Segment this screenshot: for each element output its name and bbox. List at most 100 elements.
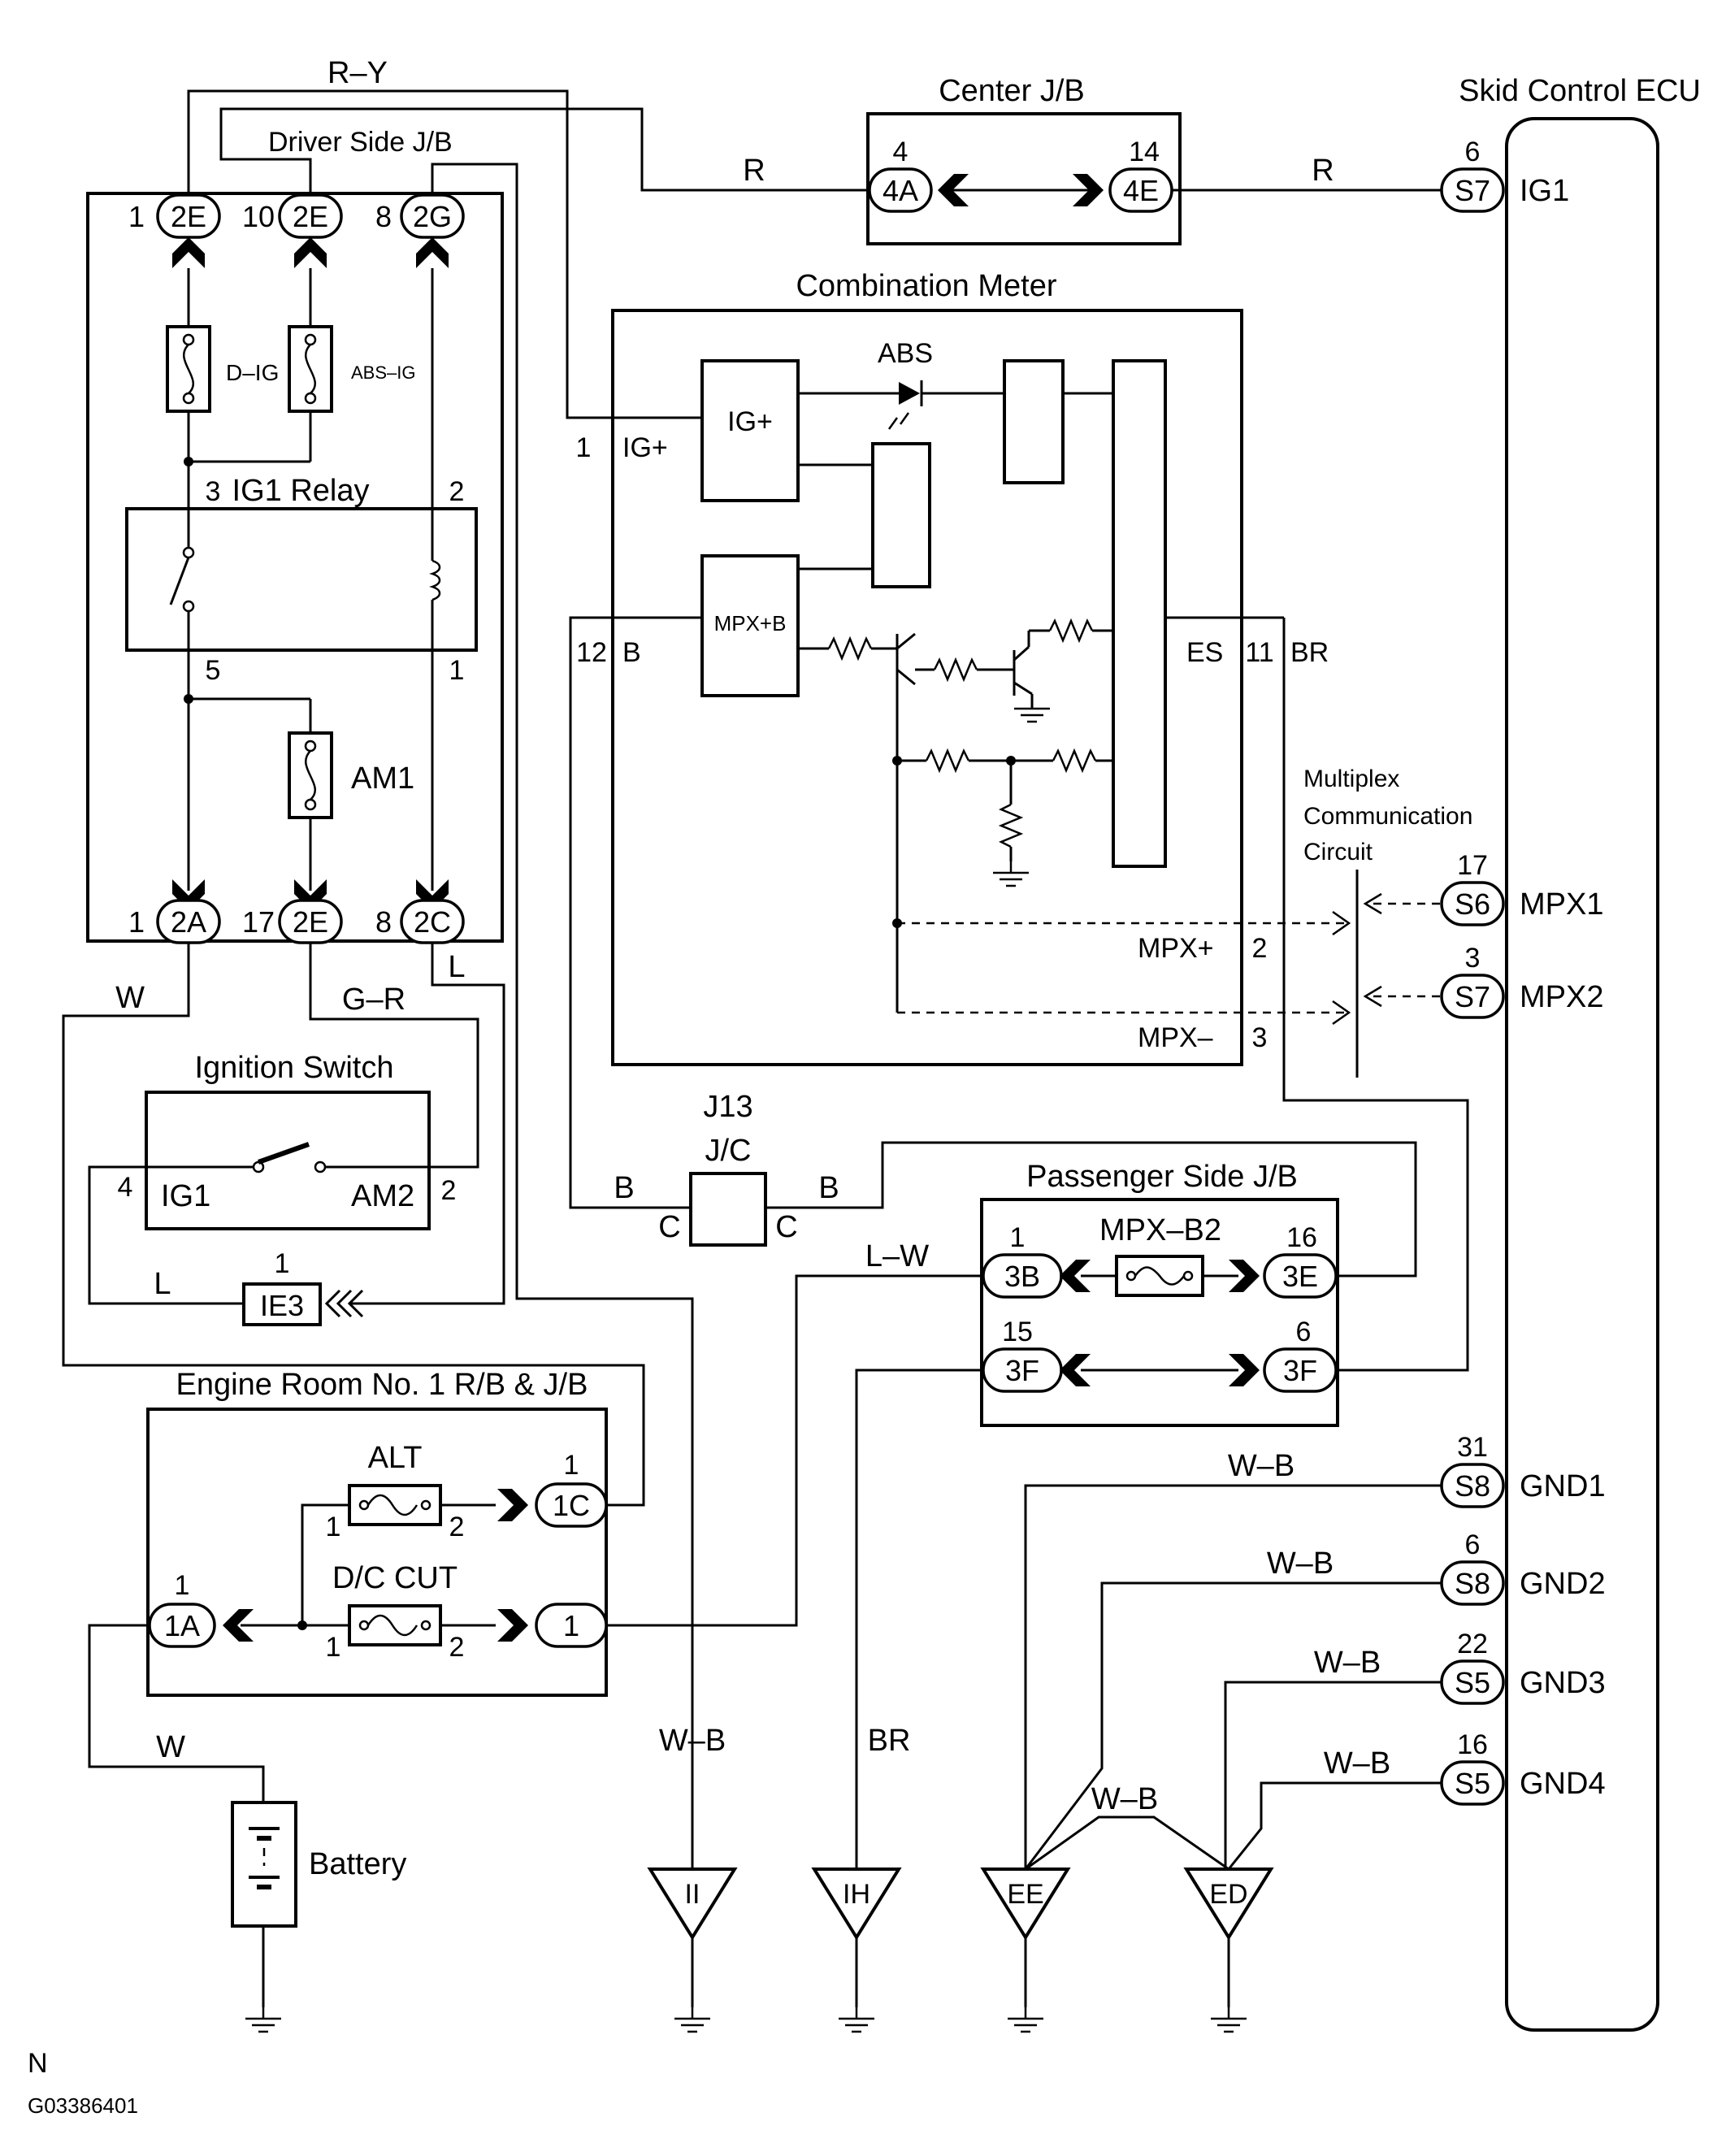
svg-text:G–R: G–R xyxy=(342,983,405,1017)
svg-text:Passenger Side J/B: Passenger Side J/B xyxy=(1026,1160,1298,1194)
svg-text:1: 1 xyxy=(563,1609,579,1642)
svg-text:14: 14 xyxy=(1129,137,1160,167)
svg-text:B: B xyxy=(818,1171,839,1205)
connector-d2e-1: 2E 1 xyxy=(128,193,221,239)
svg-text:IE3: IE3 xyxy=(260,1289,304,1322)
svg-text:Battery: Battery xyxy=(309,1847,406,1881)
svg-text:16: 16 xyxy=(1286,1222,1317,1253)
svg-text:1: 1 xyxy=(128,905,145,939)
svg-text:1: 1 xyxy=(564,1450,579,1481)
svg-text:1: 1 xyxy=(326,1512,341,1542)
svg-text:S6: S6 xyxy=(1455,887,1490,921)
ground-ed: ED xyxy=(1183,1868,1274,2033)
svg-text:W–B: W–B xyxy=(1228,1449,1294,1483)
svg-text:J13: J13 xyxy=(703,1090,752,1124)
passenger-side-jb: Passenger Side J/B 3B 1 3E 16 3F 15 3F 6 xyxy=(980,1160,1339,1427)
svg-text:L–W: L–W xyxy=(865,1239,929,1273)
svg-text:2: 2 xyxy=(441,1175,457,1206)
svg-text:AM2: AM2 xyxy=(351,1179,414,1213)
fuse-abs-ig: ABS–IG xyxy=(288,325,415,413)
battery: Battery xyxy=(231,1801,406,1928)
svg-text:2E: 2E xyxy=(293,905,328,939)
ignition-switch: Ignition Switch IG1 AM2 4 2 xyxy=(118,1051,457,1230)
svg-text:2: 2 xyxy=(449,476,465,507)
svg-text:2: 2 xyxy=(1252,933,1268,964)
svg-text:1: 1 xyxy=(326,1632,341,1663)
svg-text:GND2: GND2 xyxy=(1520,1567,1606,1601)
connector-3b: 3B 1 xyxy=(982,1222,1063,1299)
svg-text:MPX2: MPX2 xyxy=(1520,980,1603,1014)
svg-text:W–B: W–B xyxy=(1267,1547,1334,1581)
svg-text:W–B: W–B xyxy=(1314,1646,1381,1680)
svg-text:MPX–: MPX– xyxy=(1138,1022,1213,1053)
skid-control-ecu: Skid Control ECU S7 6 IG1 S6 17 MPX1 S7 … xyxy=(1440,74,1701,2032)
svg-text:2: 2 xyxy=(449,1512,465,1542)
svg-text:D/C CUT: D/C CUT xyxy=(332,1561,458,1595)
svg-text:2C: 2C xyxy=(414,905,451,939)
svg-text:5: 5 xyxy=(206,655,221,686)
svg-text:ALT: ALT xyxy=(368,1441,423,1475)
svg-text:IG1: IG1 xyxy=(161,1179,210,1213)
svg-text:S7: S7 xyxy=(1455,980,1490,1013)
connector-d2g: 2G 8 xyxy=(375,193,465,239)
svg-text:3: 3 xyxy=(1465,943,1481,974)
svg-text:S7: S7 xyxy=(1455,174,1490,207)
svg-text:1: 1 xyxy=(128,200,145,233)
svg-text:II: II xyxy=(685,1879,700,1910)
svg-text:16: 16 xyxy=(1457,1729,1488,1760)
connector-4e: 4E 14 xyxy=(1108,137,1173,213)
svg-text:D–IG: D–IG xyxy=(226,360,279,385)
ecu-connector-mpx2: S7 3 MPX2 xyxy=(1440,943,1603,1019)
svg-text:6: 6 xyxy=(1465,137,1481,167)
svg-text:R–Y: R–Y xyxy=(327,56,388,90)
connector-d2c: 2C 8 xyxy=(375,899,465,944)
svg-text:C: C xyxy=(658,1210,680,1244)
svg-text:Communication: Communication xyxy=(1303,803,1472,830)
svg-text:3: 3 xyxy=(206,476,221,507)
svg-text:IG1 Relay: IG1 Relay xyxy=(232,474,370,508)
combination-meter: Combination Meter 1 IG+ 12 B ES 11 BR MP… xyxy=(570,269,1349,1066)
ecu-connector-gnd3: S5 22 GND3 xyxy=(1440,1629,1606,1705)
fuse-am1: AM1 xyxy=(288,731,414,819)
ecu-connector-gnd4: S5 16 GND4 xyxy=(1440,1729,1606,1806)
svg-text:2: 2 xyxy=(449,1632,465,1663)
svg-text:17: 17 xyxy=(1457,850,1488,881)
footer-code: N xyxy=(28,2048,48,2079)
svg-text:4A: 4A xyxy=(883,174,918,207)
svg-text:W: W xyxy=(156,1730,185,1764)
junction-j13: J13 J/C C C xyxy=(658,1090,798,1247)
svg-text:6: 6 xyxy=(1465,1529,1481,1560)
ig1-relay: IG1 Relay 3 2 5 1 xyxy=(125,474,478,686)
svg-text:S5: S5 xyxy=(1455,1666,1490,1699)
svg-text:IH: IH xyxy=(843,1879,870,1910)
svg-text:W–B: W–B xyxy=(659,1724,726,1758)
svg-text:2A: 2A xyxy=(171,905,206,939)
svg-text:1: 1 xyxy=(576,432,592,463)
svg-text:8: 8 xyxy=(375,905,392,939)
connector-3f-15: 3F 15 xyxy=(982,1317,1063,1393)
connector-1c: 1C 1 xyxy=(535,1450,608,1528)
svg-text:1: 1 xyxy=(175,1570,190,1601)
skid-ecu-label: Skid Control ECU xyxy=(1459,74,1701,108)
ecu-connector-gnd1: S8 31 GND1 xyxy=(1440,1432,1606,1508)
svg-text:Multiplex: Multiplex xyxy=(1303,766,1399,792)
connector-1: 1 xyxy=(535,1603,608,1648)
svg-text:C: C xyxy=(775,1210,797,1244)
connector-4a: 4A 4 xyxy=(868,137,933,213)
svg-text:10: 10 xyxy=(242,200,275,233)
connector-d2e-17: 2E 17 xyxy=(242,899,343,944)
svg-text:GND1: GND1 xyxy=(1520,1469,1606,1503)
svg-text:MPX1: MPX1 xyxy=(1520,887,1603,922)
svg-text:3F: 3F xyxy=(1283,1354,1317,1387)
center-jb-label: Center J/B xyxy=(939,74,1085,108)
svg-text:ED: ED xyxy=(1209,1879,1247,1910)
svg-text:2E: 2E xyxy=(293,200,328,233)
svg-text:B: B xyxy=(622,637,641,668)
connector-1a: 1A 1 xyxy=(148,1570,216,1648)
svg-text:6: 6 xyxy=(1296,1317,1312,1347)
connector-3e: 3E 16 xyxy=(1263,1222,1338,1299)
connector-3f-6: 3F 6 xyxy=(1263,1317,1338,1393)
svg-text:1C: 1C xyxy=(553,1489,590,1522)
svg-text:J/C: J/C xyxy=(705,1134,752,1168)
